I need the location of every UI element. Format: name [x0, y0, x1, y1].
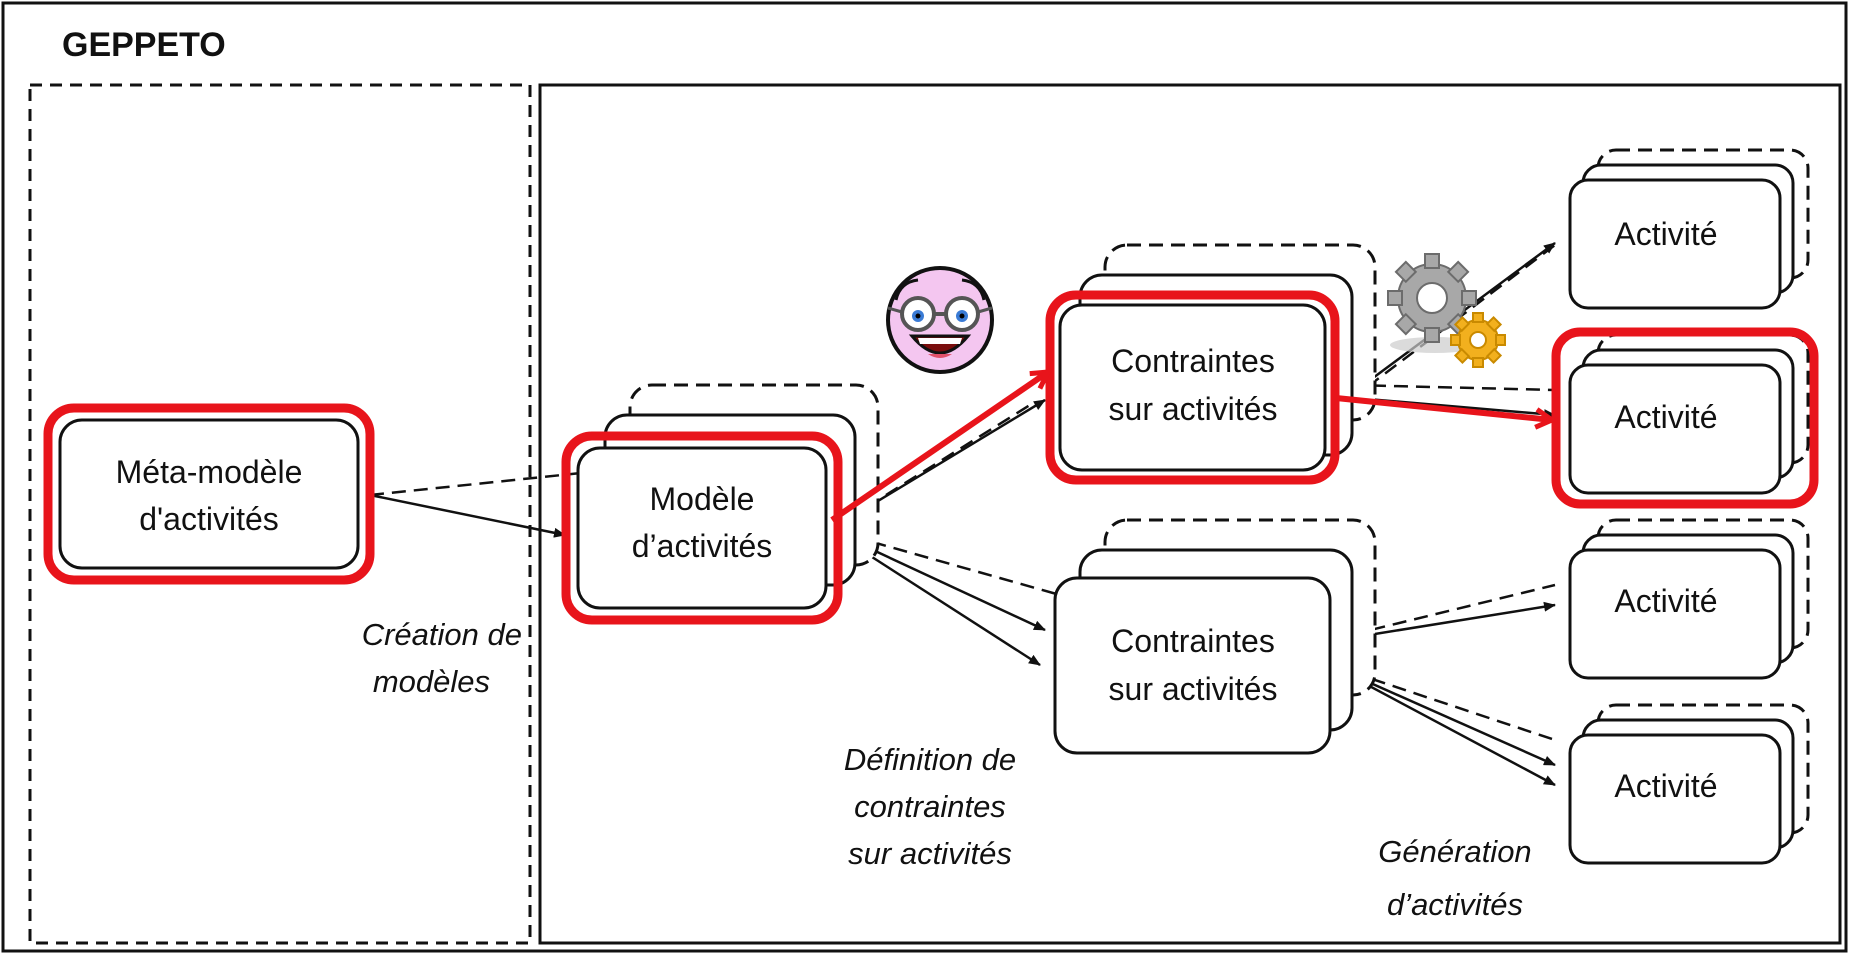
definition-label-line1: Définition de — [844, 742, 1016, 777]
creation-region — [28, 83, 532, 945]
edge-ct-a2-dashed — [1349, 383, 1556, 392]
activity-node-4: Activité — [1568, 703, 1810, 865]
constraints-bottom-node: Contraintes sur activités — [1053, 518, 1377, 755]
edge-cb-a3-dashed — [1349, 583, 1556, 637]
edge-cb-a3 — [1349, 601, 1556, 640]
constraints-top-node: Contraintes sur activités — [1045, 243, 1377, 485]
edge-model-ct-dashed — [829, 403, 1031, 532]
highlight-path — [830, 372, 1552, 523]
activity-1-label: Activité — [1614, 216, 1717, 252]
meta-model-highlight — [43, 403, 375, 585]
activity-4-label: Activité — [1614, 768, 1717, 804]
gears-icon — [1387, 253, 1506, 368]
activity-2-label: Activité — [1614, 399, 1717, 435]
creation-annotation: Création de modèles — [362, 617, 522, 699]
meta-model-label-line1: Méta-modèle — [116, 454, 303, 490]
definition-annotation: Définition de contraintes sur activités — [844, 742, 1016, 871]
model-highlight — [561, 431, 843, 625]
red-edge-ct-a2 — [1335, 395, 1552, 420]
diagram-title: GEPPETO — [62, 26, 226, 64]
generation-annotation: Génération d’activités — [1378, 834, 1531, 922]
constraints-top-label-line1: Contraintes — [1111, 343, 1275, 379]
generation-label-line1: Génération — [1378, 834, 1531, 869]
constraints-top-label-line2: sur activités — [1109, 391, 1278, 427]
generation-label-line2: d’activités — [1387, 887, 1523, 922]
constraints-bottom-label-line2: sur activités — [1109, 671, 1278, 707]
model-label-line1: Modèle — [650, 481, 755, 517]
activity-node-1: Activité — [1568, 148, 1810, 310]
definition-label-line3: sur activités — [848, 836, 1012, 871]
edge-model-cb-dashed — [829, 528, 1061, 597]
activity-3-label: Activité — [1614, 583, 1717, 619]
definition-label-line2: contraintes — [854, 789, 1006, 824]
meta-model-node: Méta-modèle d'activités — [43, 403, 375, 585]
activity-node-2: Activité — [1551, 327, 1819, 509]
creation-label-line1: Création de — [362, 617, 522, 652]
model-node: Modèle d’activités — [561, 383, 880, 625]
model-label-line2: d’activités — [632, 528, 773, 564]
creation-label-line2: modèles — [373, 664, 490, 699]
tool-region — [538, 83, 1842, 945]
constraints-bottom-label-line1: Contraintes — [1111, 623, 1275, 659]
edge-meta-model-dashed — [369, 468, 611, 497]
edge-cb-a4-dashed — [1329, 663, 1556, 742]
teacher-face-icon — [886, 266, 994, 374]
activity-node-3: Activité — [1568, 518, 1810, 680]
edge-meta-model — [369, 493, 566, 538]
red-edge-model-ct — [830, 372, 1048, 523]
meta-model-label-line2: d'activités — [139, 501, 279, 537]
